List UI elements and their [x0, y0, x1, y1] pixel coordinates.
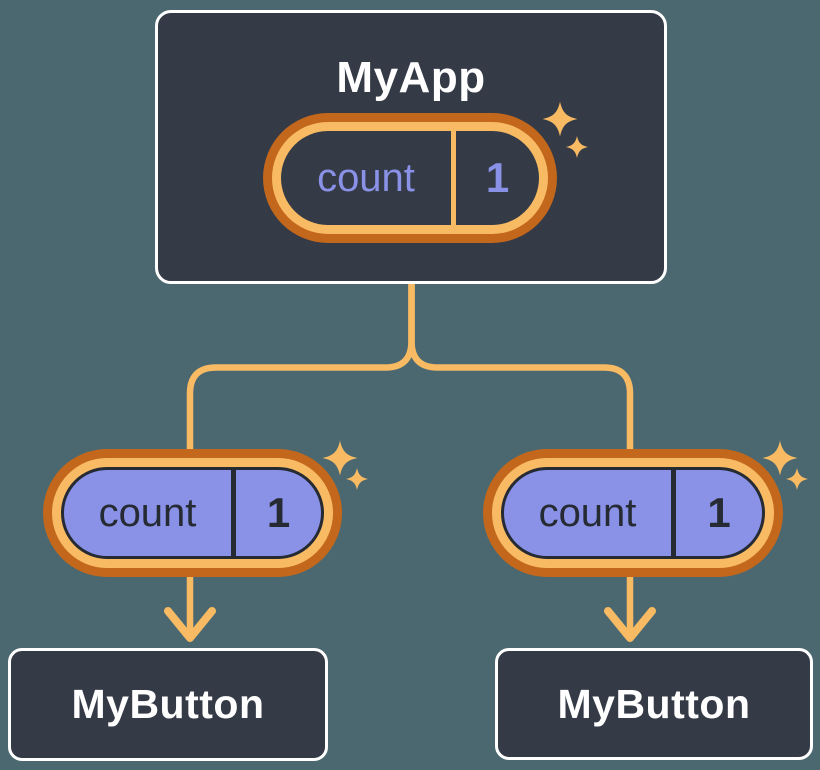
mybutton-card-right: MyButton: [495, 648, 813, 760]
myapp-title: MyApp: [336, 53, 486, 102]
state-value: 1: [266, 489, 291, 536]
sparkle-icon: [322, 440, 358, 476]
state-label: count: [538, 491, 637, 535]
state-label: count: [317, 156, 415, 200]
state-pill-myapp: count 1: [263, 113, 557, 243]
sparkle-icon: [346, 468, 368, 490]
state-pill-mybutton-right: count 1: [483, 449, 783, 577]
state-value: 1: [707, 489, 731, 536]
pill-divider: [451, 131, 456, 225]
mybutton-title: MyButton: [71, 681, 265, 727]
arrowhead-left-icon: [164, 607, 216, 642]
pill-inner-ring: count 1: [272, 122, 548, 234]
pill-divider: [671, 470, 676, 556]
pill-core: count 1: [281, 131, 539, 225]
pill-core: count 1: [501, 467, 765, 559]
pill-core: count 1: [61, 467, 324, 559]
sparkle-icon: [762, 440, 798, 476]
sparkle-icon: [786, 468, 808, 490]
state-value: 1: [485, 154, 510, 201]
mybutton-card-left: MyButton: [8, 648, 328, 761]
state-label: count: [98, 491, 197, 535]
arrowhead-right-icon: [604, 607, 656, 642]
pill-inner-ring: count 1: [52, 458, 333, 568]
mybutton-title: MyButton: [557, 680, 751, 727]
state-pill-mybutton-left: count 1: [43, 449, 342, 577]
pill-inner-ring: count 1: [492, 458, 774, 568]
